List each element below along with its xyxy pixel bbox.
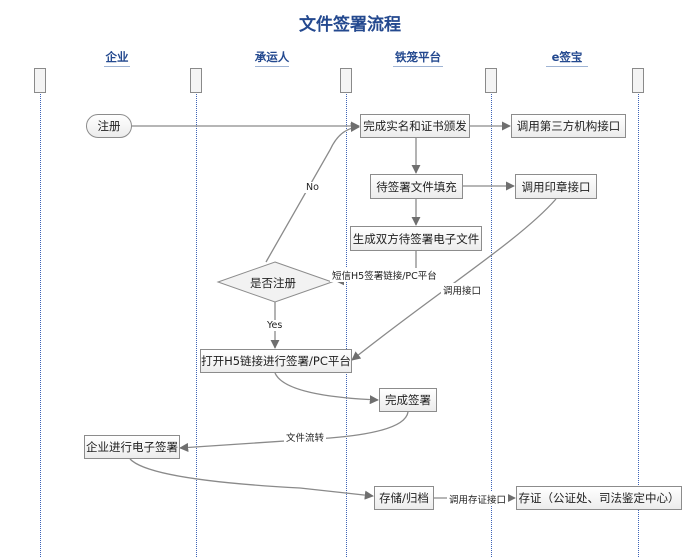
lane-header-underline [393,66,443,67]
lane-divider [491,94,492,557]
decision-diamond [216,261,334,303]
lane-divider [196,94,197,557]
edge-label-sms: 短信H5签署链接/PC平台 [330,268,439,282]
node-evidence[interactable]: 存证（公证处、司法鉴定中心） [516,486,682,510]
edge-open-to-complete [274,372,379,405]
edge-label-call-evidence: 调用存证接口 [447,492,509,506]
edge-no-loop [265,122,360,263]
node-complete-cert[interactable]: 完成实名和证书颁发 [360,114,470,138]
lane-header-underline [104,66,130,67]
node-call-third-party[interactable]: 调用第三方机构接口 [511,114,626,138]
lane-header-underline [546,66,588,67]
node-generate-doc[interactable]: 生成双方待签署电子文件 [350,226,482,251]
lane-header-carrier: 承运人 [254,50,290,64]
lane-header-esign: e签宝 [551,50,583,64]
lane-divider-handle [340,68,352,93]
lane-header-platform: 铁笼平台 [395,50,441,64]
lane-divider-handle [190,68,202,93]
lane-divider-handle [632,68,644,93]
edge-enterprise-to-store [129,458,374,500]
lane-header-underline [255,66,289,67]
lane-header-enterprise: 企业 [105,50,129,64]
edge-seal-to-open [351,198,557,361]
node-register[interactable]: 注册 [86,114,132,138]
lane-divider-handle [485,68,497,93]
edge-label-no: No [304,182,321,193]
lane-divider [40,94,41,557]
node-complete-sign[interactable]: 完成签署 [379,388,437,412]
node-is-registered[interactable]: 是否注册 [250,276,296,290]
edge-label-call-api: 调用接口 [441,283,484,297]
node-store[interactable]: 存储/归档 [374,486,434,510]
node-call-seal[interactable]: 调用印章接口 [515,174,597,199]
node-open-h5[interactable]: 打开H5链接进行签署/PC平台 [200,349,352,373]
node-fill-doc[interactable]: 待签署文件填充 [370,174,463,199]
lane-divider-handle [34,68,46,93]
lane-divider [638,94,639,557]
node-enterprise-sign[interactable]: 企业进行电子签署 [84,435,180,459]
edge-label-doc-flow: 文件流转 [284,430,327,444]
edge-label-yes: Yes [265,320,285,331]
diagram-title: 文件签署流程 [299,15,401,35]
lane-divider [346,94,347,557]
edge-complete-to-enterprise [179,411,409,452]
